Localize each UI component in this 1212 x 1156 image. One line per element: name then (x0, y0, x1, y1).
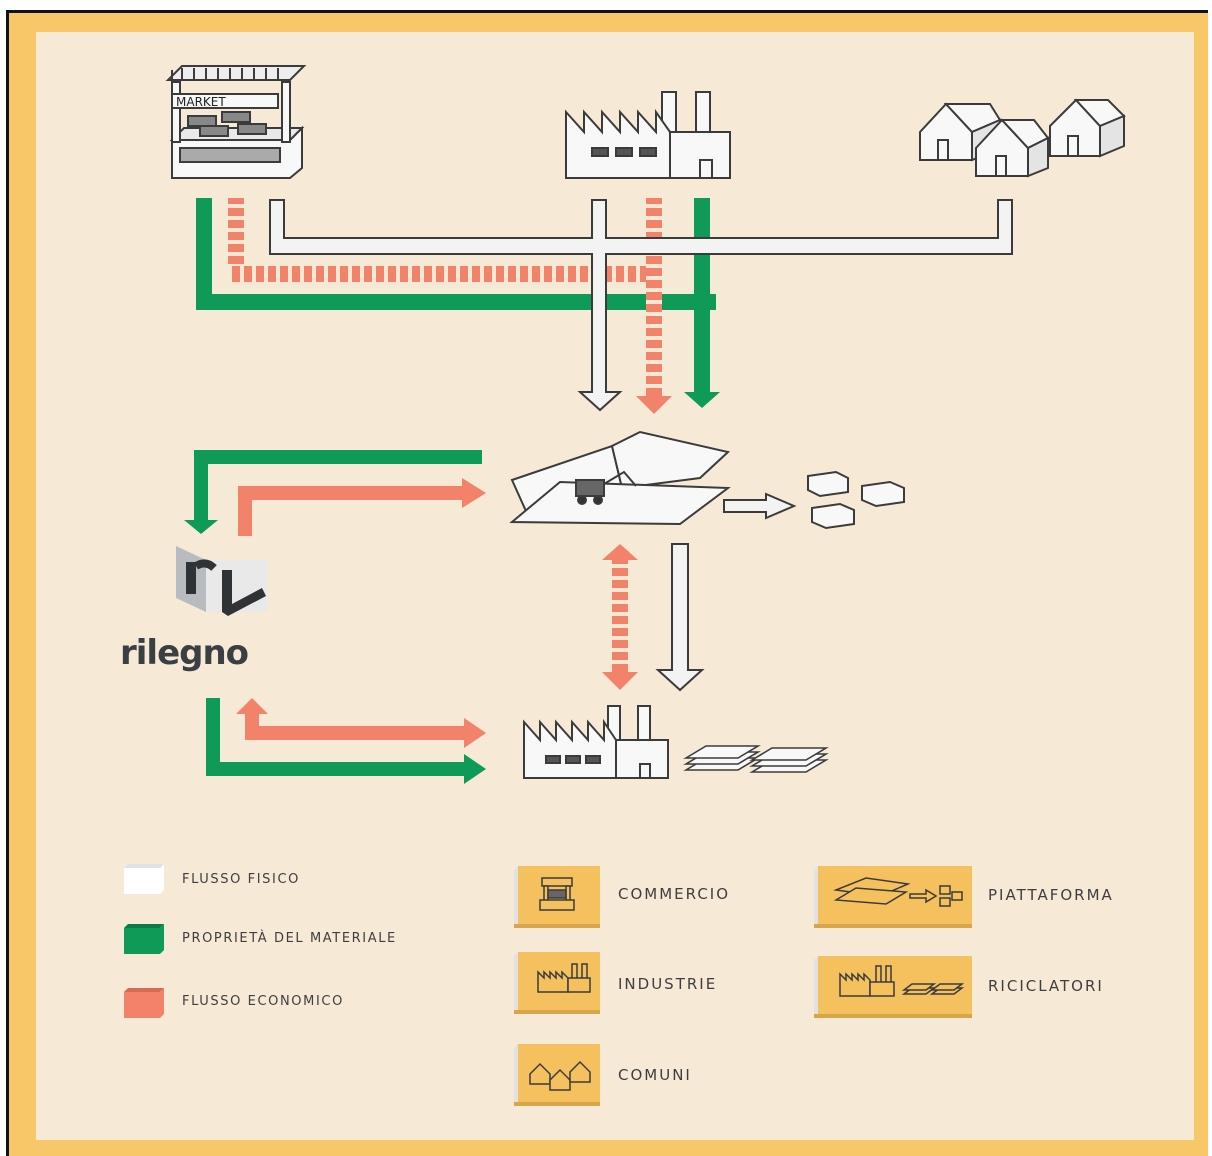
legend-tile-commercio (514, 866, 600, 928)
legend-label-flusso-economico: FLUSSO ECONOMICO (182, 994, 344, 1009)
platform-recycler-physical-flow (658, 544, 702, 690)
rilegno-logo (176, 546, 268, 616)
output-arrow-icon (724, 494, 794, 518)
legend-swatch-proprieta (124, 924, 164, 954)
legend-swatch-flusso-economico (124, 988, 164, 1018)
rilegno-wordmark: rilegno (120, 633, 248, 673)
market-icon (168, 66, 304, 178)
legend-label-riciclatori: RICICLATORI (988, 977, 1104, 995)
legend-label-commercio: COMMERCIO (618, 885, 730, 903)
houses-icon (920, 100, 1124, 176)
platform-icon (512, 432, 728, 524)
panels-stack-icon (686, 746, 826, 772)
recycler-factory-icon (524, 706, 668, 778)
wood-chips-icon (808, 472, 904, 528)
market-sign: MARKET (176, 95, 226, 109)
legend-swatch-flusso-fisico (124, 864, 164, 894)
platform-recycler-economic-flow (602, 544, 638, 690)
legend-label-flusso-fisico: FLUSSO FISICO (182, 872, 300, 887)
legend-label-piattaforma: PIATTAFORMA (988, 886, 1114, 904)
legend-tile-riciclatori (814, 956, 972, 1018)
recycler-economic-flow (236, 698, 486, 748)
rilegno-economic-flow (238, 478, 486, 536)
legend-tile-comuni (514, 1044, 600, 1106)
legend-label-comuni: COMUNI (618, 1066, 692, 1084)
industry-factory-icon (566, 92, 730, 178)
legend-tile-piattaforma (814, 866, 972, 928)
legend-label-industrie: INDUSTRIE (618, 975, 717, 993)
legend-label-proprieta: PROPRIETÀ DEL MATERIALE (182, 931, 397, 946)
legend-tile-industrie (514, 952, 600, 1014)
